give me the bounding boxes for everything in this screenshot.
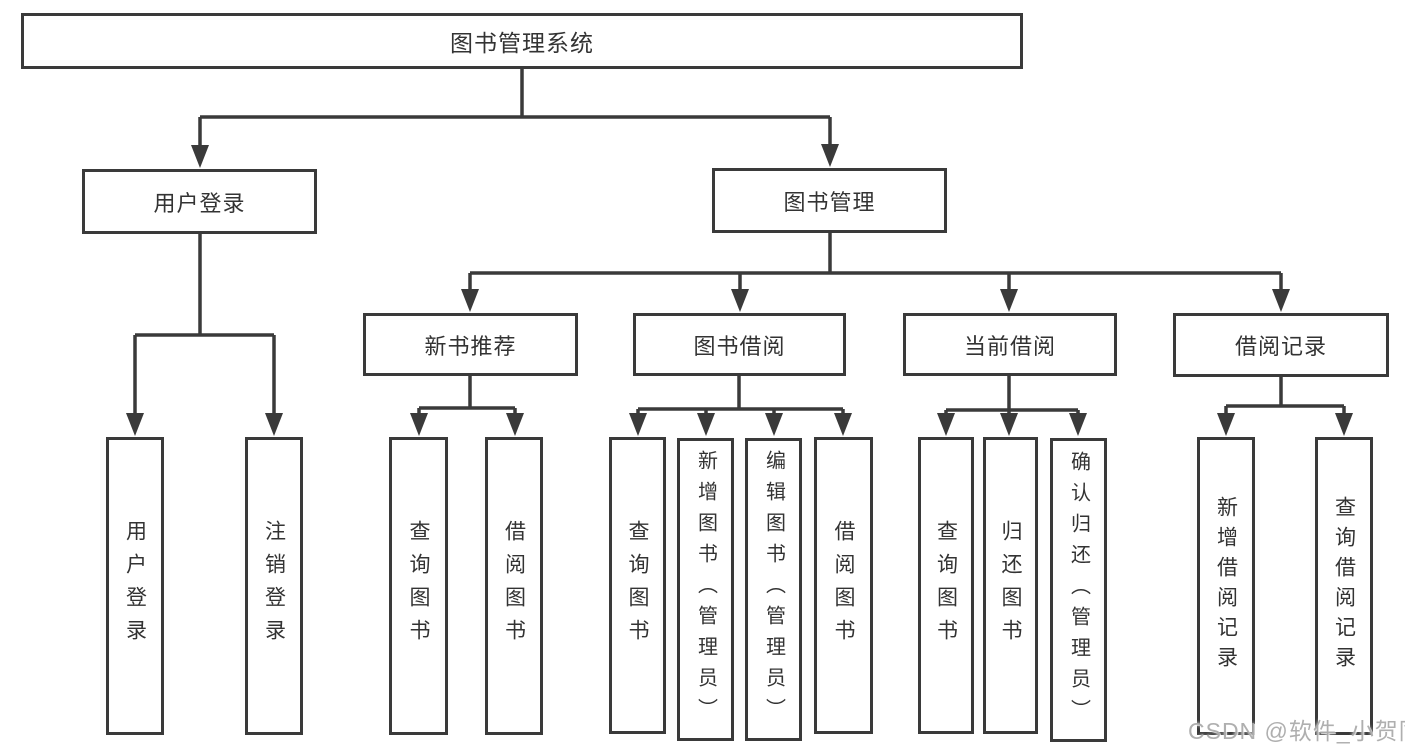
node-label: 用户登录: [153, 190, 246, 216]
node-label: 新书推荐: [424, 333, 517, 359]
watermark: CSDN @软件_小贺同学: [1188, 718, 1405, 744]
leaf-borrow-books: 借阅图书: [814, 437, 873, 734]
leaf-label: 新增借阅记录: [1214, 496, 1238, 676]
connector-new-books: [417, 376, 517, 419]
leaf-query-books-recommend: 查询图书: [389, 437, 448, 735]
leaf-label: 用户登录: [123, 520, 147, 652]
leaf-confirm-return-admin: 确认归还（管理员）: [1050, 438, 1107, 742]
node-new-book-recommend: 新书推荐: [363, 313, 578, 376]
leaf-logout: 注销登录: [245, 437, 303, 735]
leaf-query-borrow-record: 查询借阅记录: [1315, 437, 1373, 735]
node-label: 借阅记录: [1234, 334, 1327, 359]
connector-root: [198, 69, 832, 150]
leaf-label: 编辑图书（管理员）: [762, 450, 785, 729]
node-label: 图书借阅: [693, 333, 786, 359]
node-borrow-records: 借阅记录: [1173, 313, 1389, 377]
leaf-borrow-books-recommend: 借阅图书: [485, 437, 543, 735]
leaf-user-login: 用户登录: [106, 437, 164, 735]
leaf-label: 新增图书（管理员）: [694, 450, 717, 729]
node-library-system: 图书管理系统: [21, 13, 1023, 69]
leaf-label: 查询图书: [407, 520, 430, 652]
leaf-label: 确认归还（管理员）: [1067, 450, 1090, 730]
leaf-return-books: 归还图书: [983, 437, 1038, 734]
leaf-add-borrow-record: 新增借阅记录: [1197, 437, 1255, 735]
arrowheads: [126, 144, 1353, 436]
connector-book-borrow: [636, 376, 845, 419]
leaf-label: 归还图书: [999, 519, 1022, 652]
node-book-borrowing: 图书借阅: [633, 313, 846, 376]
node-book-management: 图书管理: [712, 168, 947, 233]
connector-user-login: [133, 234, 276, 418]
leaf-query-books-borrow: 查询图书: [609, 437, 666, 734]
node-user-login: 用户登录: [82, 169, 317, 234]
leaf-query-books-current: 查询图书: [918, 437, 974, 734]
leaf-add-books-admin: 新增图书（管理员）: [677, 438, 734, 741]
connector-borrow-records: [1224, 377, 1346, 419]
connector-book-mgmt: [468, 233, 1283, 295]
leaf-label: 查询图书: [626, 519, 649, 652]
node-label: 当前借阅: [963, 333, 1056, 359]
leaf-edit-books-admin: 编辑图书（管理员）: [745, 438, 802, 741]
node-label: 图书管理: [783, 189, 876, 215]
connector-current-borrow: [944, 376, 1080, 419]
leaf-label: 查询借阅记录: [1332, 496, 1356, 676]
node-label: 图书管理系统: [450, 30, 594, 56]
leaf-label: 查询图书: [934, 519, 958, 652]
leaf-label: 借阅图书: [502, 520, 526, 652]
leaf-label: 借阅图书: [832, 519, 855, 652]
node-current-borrowing: 当前借阅: [903, 313, 1117, 376]
leaf-label: 注销登录: [262, 520, 286, 652]
